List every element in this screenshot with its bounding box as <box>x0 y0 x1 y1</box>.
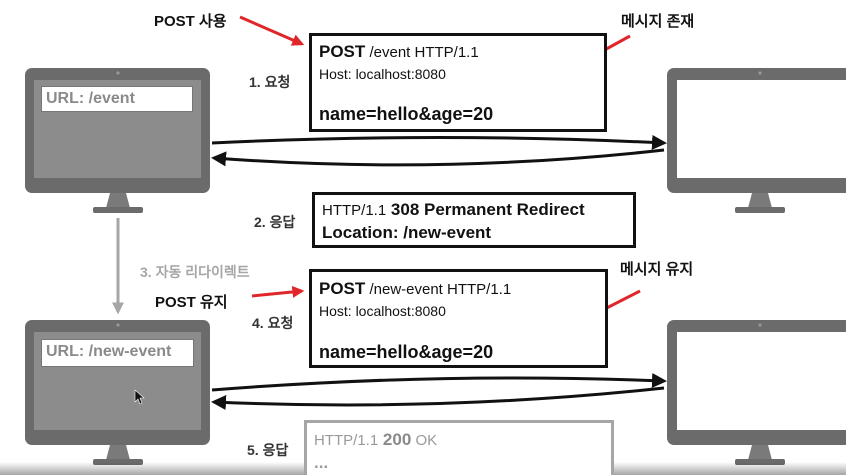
client-url-field-top[interactable]: URL: /event <box>41 86 193 112</box>
request-1-body: name=hello&age=20 <box>319 104 494 124</box>
server-monitor-top <box>667 68 846 213</box>
response-arrow-top <box>211 148 665 167</box>
step-4-label: 4. 요청 <box>252 315 294 331</box>
request-1-host: Host: localhost:8080 <box>319 66 446 82</box>
post-keep-arrow <box>251 285 305 298</box>
post-keep-label: POST 유지 <box>155 294 228 311</box>
step-2-label: 2. 응답 <box>254 214 296 230</box>
response-2-status-text: OK <box>411 432 438 449</box>
response-arrow-bottom <box>211 386 665 411</box>
response-1-location: Location: /new-event <box>322 223 492 242</box>
response-1-status: 308 Permanent Redirect <box>386 200 585 219</box>
request-2-body: name=hello&age=20 <box>319 342 494 362</box>
response-message-box-1: HTTP/1.1 308 Permanent Redirect Location… <box>312 192 636 248</box>
response-2-ellipsis: ... <box>314 453 329 472</box>
message-keep-label: 메시지 유지 <box>620 261 694 278</box>
request-2-host: Host: localhost:8080 <box>319 303 446 319</box>
request-2-method: POST <box>319 279 366 298</box>
response-1-version: HTTP/1.1 <box>322 202 387 219</box>
message-exists-label: 메시지 존재 <box>621 13 695 30</box>
response-2-version: HTTP/1.1 <box>314 432 379 449</box>
server-monitor-bottom <box>667 320 846 465</box>
step-3-label: 3. 자동 리다이렉트 <box>140 264 250 280</box>
request-message-box-2: POST /new-event HTTP/1.1 Host: localhost… <box>309 269 608 368</box>
request-arrow-bottom <box>211 373 667 392</box>
request-1-method: POST <box>319 42 366 61</box>
post-use-arrow <box>239 15 305 46</box>
request-2-line: /new-event HTTP/1.1 <box>365 281 512 298</box>
step-5-label: 5. 응답 <box>247 442 289 458</box>
step-1-label: 1. 요청 <box>249 74 291 90</box>
response-message-box-2: HTTP/1.1 200 OK ... <box>304 420 614 475</box>
response-2-status-code: 200 <box>378 430 412 449</box>
request-arrow-top <box>211 134 667 150</box>
request-message-box-1: POST /event HTTP/1.1 Host: localhost:808… <box>309 33 607 132</box>
client-url-field-bottom[interactable]: URL: /new-event <box>41 339 194 367</box>
post-use-label: POST 사용 <box>154 13 227 30</box>
mouse-cursor-icon <box>134 389 145 405</box>
request-1-line: /event HTTP/1.1 <box>365 44 479 61</box>
